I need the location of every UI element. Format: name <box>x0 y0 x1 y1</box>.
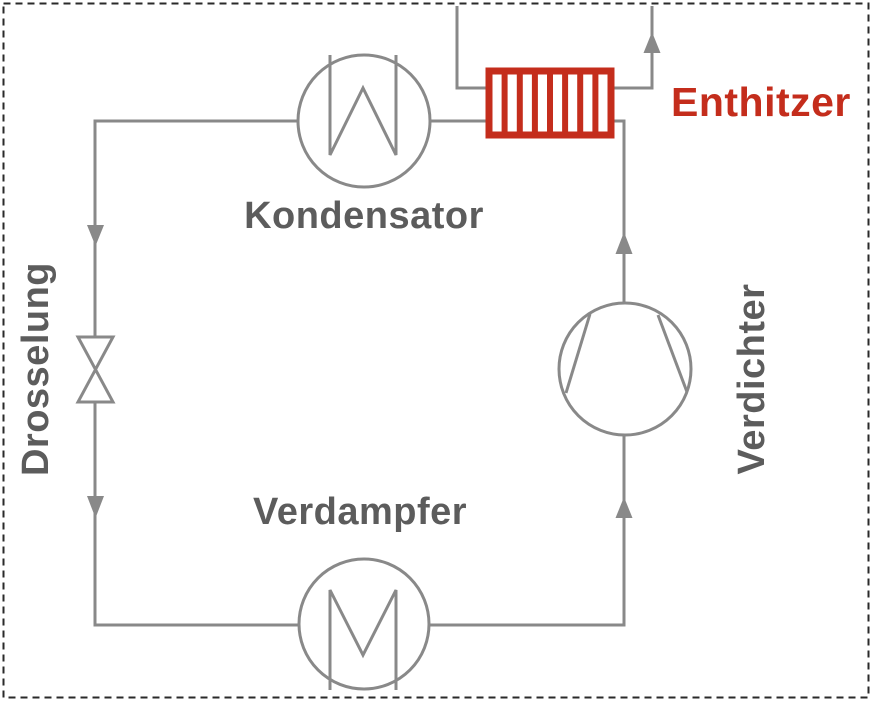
compressor-label: Verdichter <box>731 283 773 475</box>
desuperheater-label: Enthitzer <box>671 79 851 125</box>
flow-arrow-up-coolant-icon <box>643 32 661 53</box>
evaporator-coil-icon <box>328 589 398 690</box>
evaporator-circle <box>297 557 431 691</box>
desuperheater-symbol <box>485 67 615 139</box>
compressor-symbol <box>557 301 693 437</box>
pipe-throttle-to-evaporator <box>93 401 300 627</box>
flow-arrow-up-lower-right-icon <box>615 497 633 518</box>
compressor-chord-left <box>564 313 592 394</box>
condenser-coil-icon <box>328 55 398 156</box>
throttle-valve-icon <box>75 335 116 404</box>
compressor-circle <box>557 301 693 437</box>
condenser-symbol <box>296 53 432 189</box>
flow-arrow-down-upper-left-icon <box>87 225 104 246</box>
flow-arrow-down-lower-left-icon <box>87 496 104 518</box>
compressor-chord-right <box>656 314 689 393</box>
evaporator-symbol <box>297 557 431 691</box>
condenser-label: Kondensator <box>244 195 484 237</box>
pipe-condenser-to-throttle <box>93 119 299 338</box>
flow-arrow-up-upper-right-icon <box>615 232 633 254</box>
throttle-label: Drosselung <box>15 261 57 477</box>
condenser-circle <box>296 53 432 189</box>
evaporator-label: Verdampfer <box>252 491 468 533</box>
